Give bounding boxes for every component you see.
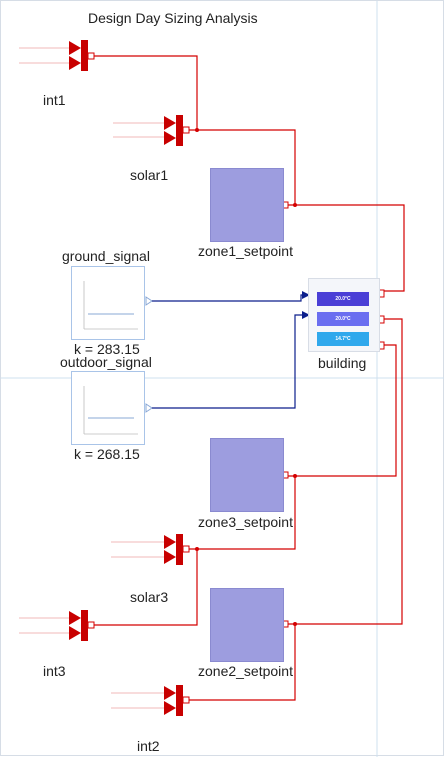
int1-label: int1: [43, 92, 66, 108]
zone2-setpoint-label: zone2_setpoint: [198, 663, 293, 679]
zone3-setpoint-block[interactable]: [210, 438, 284, 512]
building-zone2-value: 20.0°C: [317, 312, 369, 326]
ground-signal-label: ground_signal: [62, 248, 150, 264]
solar1-icon[interactable]: [113, 115, 190, 146]
int1-icon[interactable]: [19, 40, 95, 71]
int3-label: int3: [43, 663, 66, 679]
outdoor-signal-block[interactable]: [71, 371, 145, 445]
zone1-setpoint-block[interactable]: [210, 168, 284, 242]
outdoor-signal-plot-icon: [83, 386, 138, 435]
building-zone1-value: 20.0°C: [317, 292, 369, 306]
int2-label: int2: [137, 738, 160, 754]
diagram-title: Design Day Sizing Analysis: [88, 10, 258, 26]
zone3-setpoint-label: zone3_setpoint: [198, 514, 293, 530]
ground-signal-block[interactable]: [71, 266, 145, 340]
int3-icon[interactable]: [19, 610, 95, 641]
outdoor-signal-label: outdoor_signal: [60, 354, 152, 370]
solar1-label: solar1: [130, 167, 169, 183]
wire-zone1: [288, 204, 405, 292]
zone1-setpoint-label: zone1_setpoint: [198, 243, 293, 259]
zone2-setpoint-block[interactable]: [210, 588, 284, 662]
building-block[interactable]: 20.0°C 20.0°C 14.7°C: [308, 278, 380, 352]
int2-icon[interactable]: [111, 685, 190, 716]
building-header: [313, 281, 377, 287]
wire-int3: [94, 549, 198, 626]
wire-ground-signal: [152, 294, 308, 302]
solar3-icon[interactable]: [111, 534, 190, 565]
wire-int1: [94, 55, 198, 130]
wire-int2: [189, 624, 296, 701]
solar3-label: solar3: [130, 589, 169, 605]
wire-solar1: [189, 129, 296, 205]
ground-signal-plot-icon: [83, 281, 138, 330]
wire-zone2: [288, 318, 403, 625]
wire-zone3: [288, 344, 397, 477]
outdoor-signal-value: k = 268.15: [74, 446, 140, 462]
wire-outdoor-signal: [152, 314, 308, 409]
wire-solar3: [189, 476, 296, 550]
building-zone3-value: 14.7°C: [317, 332, 369, 346]
ground-signal-value: k = 283.15: [74, 341, 140, 357]
building-label: building: [318, 355, 367, 371]
